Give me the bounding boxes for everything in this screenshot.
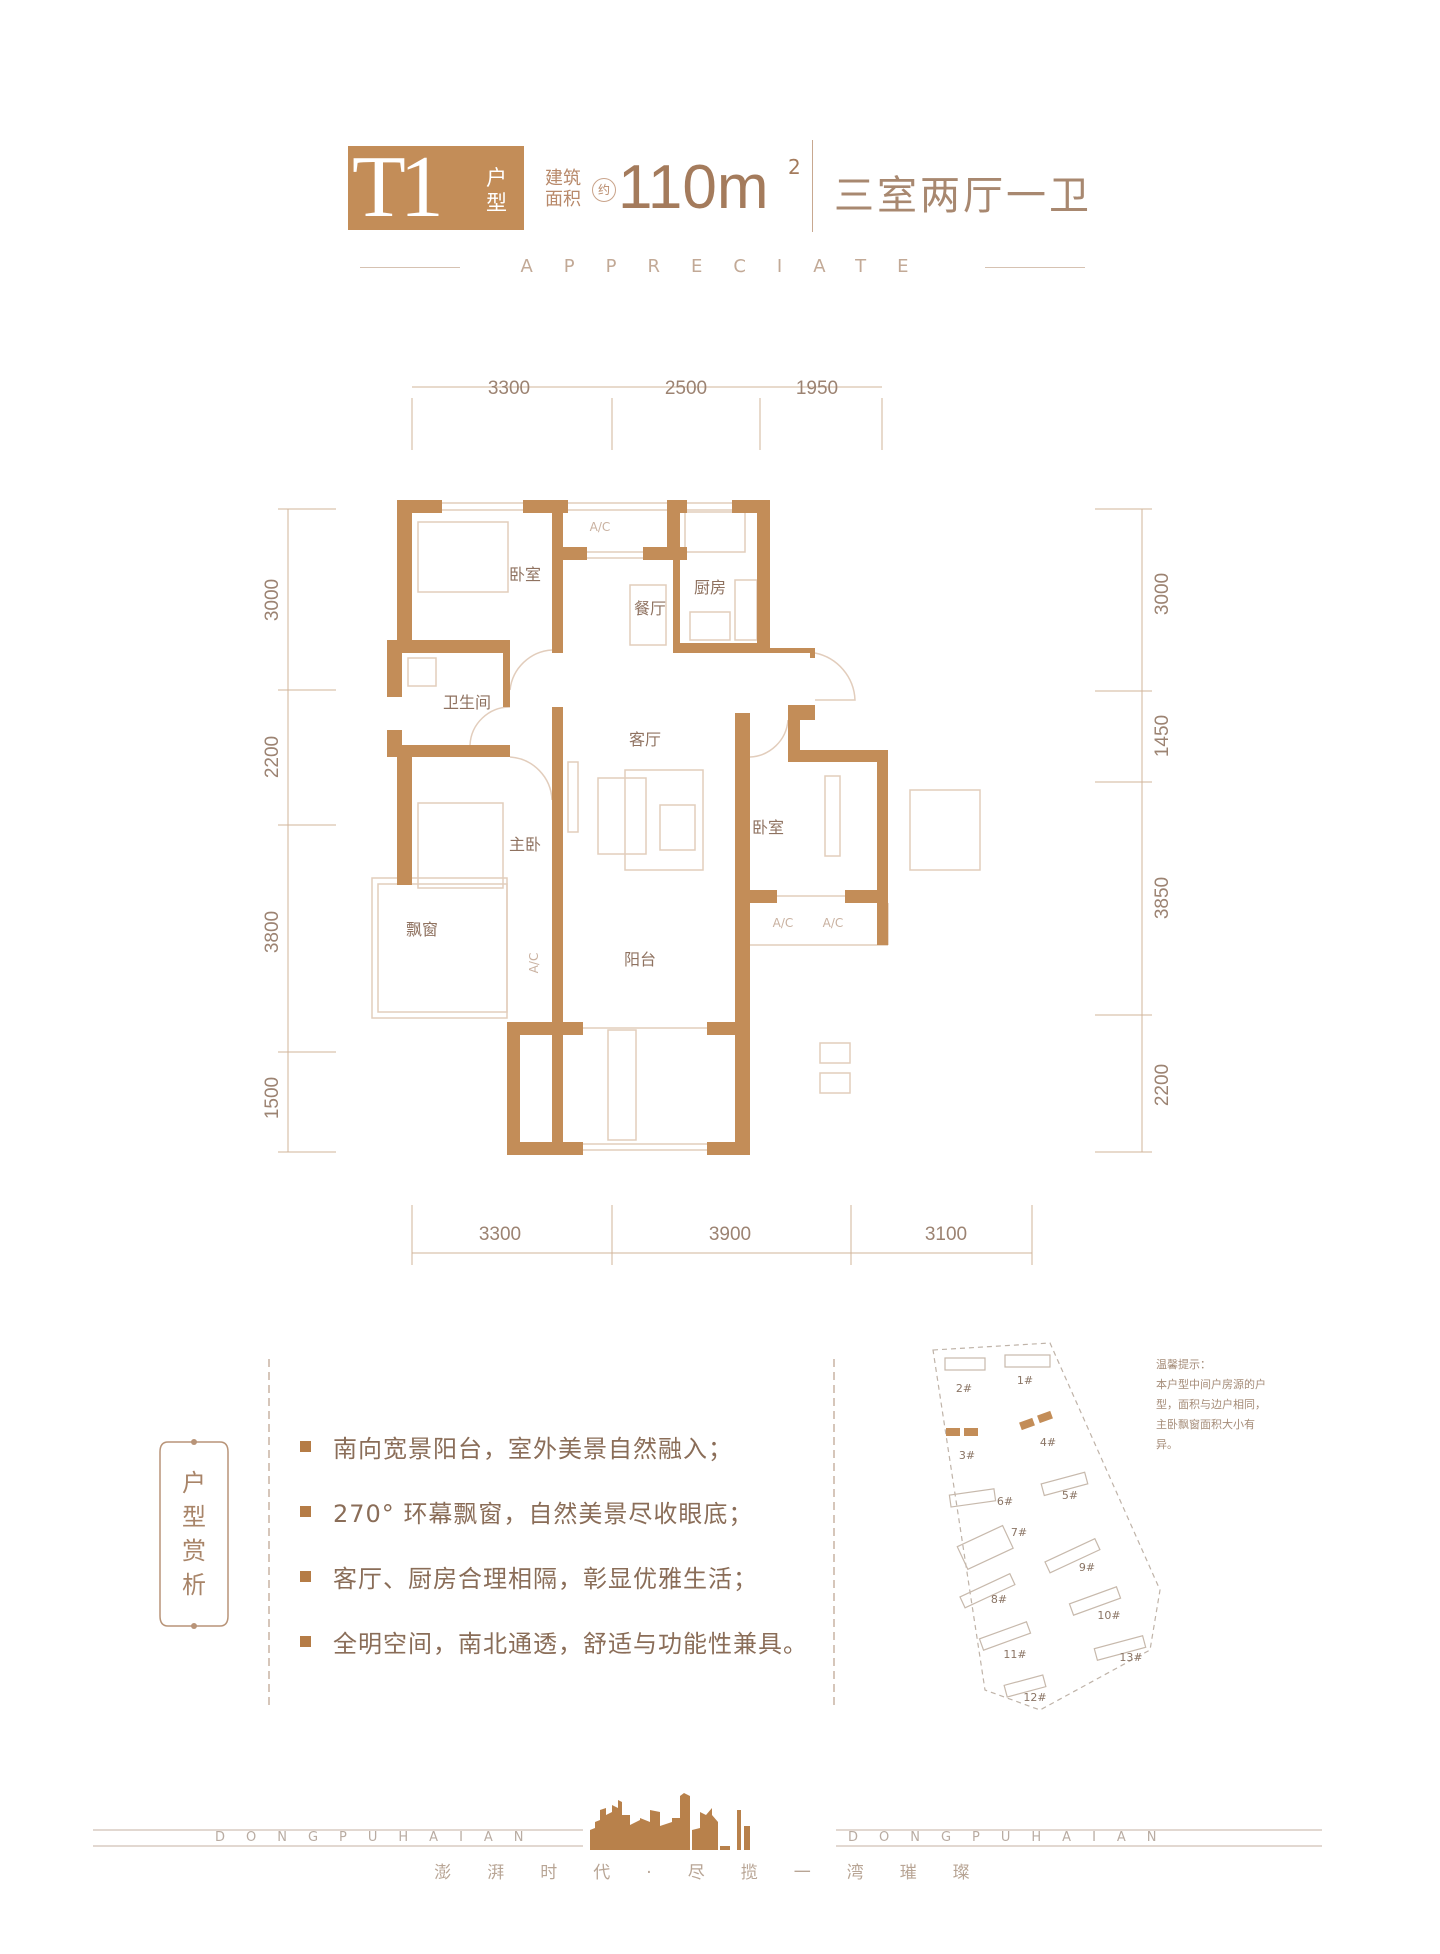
dim-bottom-2: 3900 (709, 1224, 751, 1245)
dim-right-3: 3850 (1152, 877, 1173, 919)
point-text: 全明空间，南北通透，舒适与功能性兼具。 (333, 1630, 808, 1658)
building-label: 9# (1079, 1561, 1095, 1574)
dim-bottom-1: 3300 (479, 1224, 521, 1245)
building-label: 3# (959, 1449, 975, 1462)
label-frame (159, 1441, 229, 1627)
dim-left-1: 3000 (262, 579, 283, 621)
list-item: 270° 环幕飘窗，自然美景尽收眼底； (300, 1479, 808, 1544)
building-label: 8# (991, 1593, 1007, 1606)
unit-code: T1 (352, 139, 444, 236)
room-living: 客厅 (629, 730, 661, 749)
tips-title: 温馨提示： (1156, 1358, 1211, 1371)
dim-right-1: 3000 (1152, 573, 1173, 615)
building-label: 4# (1040, 1436, 1056, 1449)
bullet-square-icon (300, 1636, 311, 1647)
approx-mark: 约 (592, 178, 616, 202)
dim-left-3: 3800 (262, 911, 283, 953)
unit-label: 户型 (486, 166, 507, 215)
ac-label: A/C (823, 916, 844, 930)
area-label: 建筑面积 (545, 168, 581, 210)
area-value: 110m (618, 153, 769, 222)
point-text: 270° 环幕飘窗，自然美景尽收眼底； (333, 1500, 754, 1528)
layout-type: 三室两厅一卫 (834, 173, 1092, 219)
building-label: 1# (1017, 1374, 1033, 1387)
brand-en-left: DONGPUHAIAN (215, 1830, 545, 1845)
dim-left-2: 2200 (262, 736, 283, 778)
room-bedroom-east: 卧室 (752, 818, 784, 837)
bullet-square-icon (300, 1571, 311, 1582)
dim-top-2: 2500 (665, 378, 707, 399)
unit-badge (348, 146, 524, 230)
room-master-bedroom: 主卧 (509, 835, 541, 854)
ac-label: A/C (773, 916, 794, 930)
tips-body: 本户型中间户房源的户型，面积与边户相同，主卧飘窗面积大小有异。 (1156, 1378, 1266, 1451)
appreciation-label: 户型赏析 (182, 1469, 206, 1599)
dim-top-1: 3300 (488, 378, 530, 399)
walls (387, 500, 888, 1155)
point-text: 南向宽景阳台，室外美景自然融入； (333, 1435, 733, 1463)
appreciation-list: 南向宽景阳台，室外美景自然融入； 270° 环幕飘窗，自然美景尽收眼底； 客厅、… (300, 1414, 808, 1674)
dim-bottom-3: 3100 (925, 1224, 967, 1245)
brand-en-right: DONGPUHAIAN (848, 1830, 1178, 1845)
bullet-square-icon (300, 1441, 311, 1452)
building-label: 7# (1011, 1526, 1027, 1539)
area-unit-sup: 2 (788, 155, 801, 179)
highlighted-buildings (946, 1410, 1053, 1436)
subtitle-rule-right (985, 267, 1085, 268)
dim-top-3: 1950 (796, 378, 838, 399)
subtitle-rule-left (360, 267, 460, 268)
dimension-lines (278, 386, 1152, 1265)
room-bedroom-north: 卧室 (509, 565, 541, 584)
building-label: 11# (1003, 1648, 1026, 1661)
dim-left-4: 1500 (262, 1077, 283, 1119)
slogan: 澎湃时代·尽揽一湾璀璨 (434, 1863, 1006, 1883)
room-kitchen: 厨房 (694, 578, 726, 597)
building-label: 10# (1097, 1609, 1120, 1622)
building-label: 5# (1062, 1489, 1078, 1502)
room-bay-window: 飘窗 (406, 920, 438, 939)
room-bathroom: 卫生间 (443, 693, 491, 712)
building-label: 13# (1119, 1651, 1142, 1664)
dim-right-4: 2200 (1152, 1064, 1173, 1106)
ac-label: A/C (527, 953, 541, 974)
building-label: 12# (1023, 1691, 1046, 1704)
room-dining: 餐厅 (634, 599, 666, 618)
site-plan-tips: 温馨提示： 本户型中间户房源的户型，面积与边户相同，主卧飘窗面积大小有异。 (1156, 1355, 1274, 1455)
bullet-square-icon (300, 1506, 311, 1517)
site-plan (932, 1342, 1161, 1711)
subtitle: APPRECIATE (520, 256, 940, 277)
header-divider (812, 140, 813, 232)
ac-label: A/C (590, 520, 611, 534)
room-balcony: 阳台 (624, 950, 656, 969)
building-label: 2# (956, 1382, 972, 1395)
list-item: 客厅、厨房合理相隔，彰显优雅生活； (300, 1544, 808, 1609)
point-text: 客厅、厨房合理相隔，彰显优雅生活； (333, 1565, 758, 1593)
list-item: 全明空间，南北通透，舒适与功能性兼具。 (300, 1609, 808, 1674)
list-item: 南向宽景阳台，室外美景自然融入； (300, 1414, 808, 1479)
skyline-logo (590, 1793, 750, 1850)
dim-right-2: 1450 (1152, 715, 1173, 757)
building-label: 6# (997, 1495, 1013, 1508)
